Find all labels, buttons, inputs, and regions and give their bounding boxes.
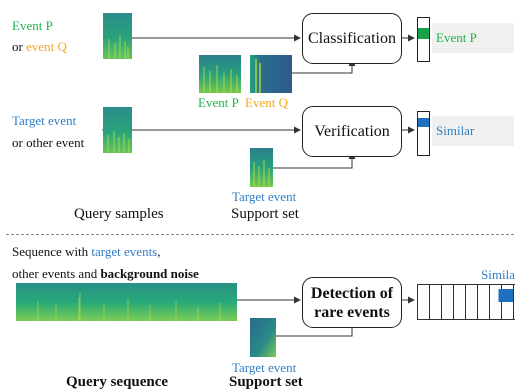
support-label-target: Target event	[232, 189, 297, 204]
support-spectrogram-q	[250, 55, 292, 93]
caption-support-set-bottom: Support set	[229, 374, 303, 390]
query-sequence-spectrogram	[16, 283, 237, 321]
timeline-segment	[441, 284, 454, 320]
classification-box: Classification	[302, 13, 402, 64]
meter-fill-blue	[418, 118, 429, 127]
arrow-support-to-verification	[273, 152, 356, 169]
detection-result-label: Similar	[481, 267, 515, 282]
caption-query-samples: Query samples	[74, 206, 164, 222]
timeline-segment	[429, 284, 442, 320]
support-label-detection: Target event	[232, 360, 297, 375]
arrow-support-to-classification	[292, 59, 356, 74]
detection-box: Detection of rare events	[302, 277, 402, 328]
classification-result-bg	[432, 23, 514, 53]
caption-support-set-top: Support set	[231, 206, 299, 222]
sequence-description-line2: other events and background noise	[12, 266, 199, 281]
verification-meter	[417, 111, 430, 156]
caption-query-sequence: Query sequence	[66, 374, 169, 390]
query-label-event-q: or event Q	[12, 39, 67, 54]
sequence-description-line1: Sequence with target events,	[12, 244, 161, 259]
support-spectrogram-detection	[250, 318, 276, 357]
detection-timeline	[417, 284, 515, 320]
query-label-event-p: Event P	[12, 18, 53, 33]
timeline-highlight	[498, 289, 515, 302]
timeline-segment	[453, 284, 466, 320]
query-spectrogram-p	[103, 13, 132, 59]
query-spectrogram-target	[103, 107, 132, 153]
classification-meter	[417, 17, 430, 62]
timeline-segment	[477, 284, 490, 320]
timeline-segment	[417, 284, 430, 320]
verification-result: Similar	[436, 123, 475, 138]
meter-fill-green	[418, 28, 429, 39]
query-label-target: Target event	[12, 113, 77, 128]
timeline-segment	[465, 284, 478, 320]
section-divider	[6, 234, 514, 235]
verification-box: Verification	[302, 106, 402, 157]
timeline-segment	[513, 284, 515, 320]
support-label-event-p: Event P	[198, 95, 239, 110]
support-spectrogram-target	[250, 148, 273, 187]
support-label-event-q: Event Q	[245, 95, 288, 110]
classification-result: Event P	[436, 30, 477, 45]
query-label-other: or other event	[12, 135, 85, 150]
verification-result-bg	[432, 116, 514, 146]
support-spectrogram-p	[199, 55, 241, 93]
